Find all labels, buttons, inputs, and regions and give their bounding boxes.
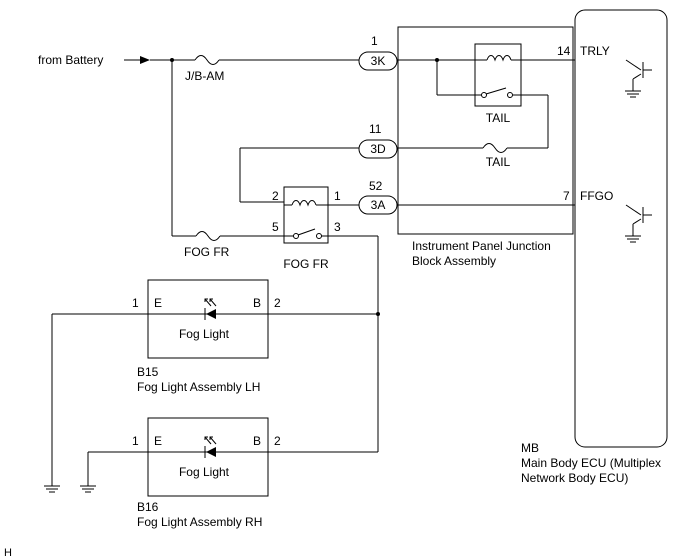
ecu-ffgo-name: FFGO [580, 189, 613, 203]
fog-rh-inner-label: Fog Light [179, 465, 230, 479]
fog-rh-ground-icon [80, 485, 96, 493]
fog-lh-name: Fog Light Assembly LH [137, 380, 260, 394]
ecu-trly-pin: 14 [557, 44, 571, 58]
fog-rh-pin-1: 1 [132, 434, 139, 448]
fog-lh-led-icon [204, 298, 217, 320]
connector-3k-label: 3K [371, 54, 386, 68]
tail-relay-box [474, 43, 522, 107]
connector-3k [358, 51, 398, 71]
fog-relay-label: FOG FR [283, 257, 329, 271]
fog-relay-contact-a [293, 233, 299, 239]
fog-relay-switch-icon [297, 228, 316, 236]
fog-light-rh-box [147, 417, 269, 497]
corner-mark: H [4, 547, 12, 559]
tail-relay-coil-icon [486, 55, 512, 62]
connector-3a-label: 3A [371, 198, 386, 212]
tail-relay-switch-icon [485, 87, 507, 95]
connector-3d-label: 3D [370, 142, 386, 156]
tail-relay-contact-b [507, 92, 513, 98]
fog-light-lh-box [147, 279, 269, 359]
fog-lh-pin-1: 1 [132, 296, 139, 310]
junction-block-label-1: Instrument Panel Junction [412, 239, 551, 253]
fog-rh-name: Fog Light Assembly RH [137, 515, 262, 529]
ecu-ffgo-pin: 7 [563, 189, 570, 203]
fog-rh-term-b: B [253, 434, 261, 448]
ecu-trly-name: TRLY [580, 44, 610, 58]
tail-fuse-label: TAIL [486, 155, 511, 169]
fog-relay-pin-3: 3 [334, 220, 341, 234]
ecu-name-2: Network Body ECU) [521, 471, 628, 485]
fog-rh-code: B16 [137, 500, 159, 514]
connector-3a-pin: 52 [369, 179, 383, 193]
connector-3d [358, 139, 398, 159]
fog-lh-pin-2: 2 [274, 296, 281, 310]
tail-relay-contact-a [481, 92, 487, 98]
connector-3k-pin: 1 [371, 34, 378, 48]
fog-fr-fuse-icon [195, 231, 221, 241]
connector-3d-pin: 11 [369, 122, 382, 136]
fog-relay-contact-b [316, 233, 322, 239]
junction-block-box [397, 26, 574, 235]
fog-rh-term-e: E [154, 434, 162, 448]
ffgo-transistor-icon [625, 204, 652, 243]
fog-fr-fuse-label: FOG FR [184, 245, 230, 259]
tail-relay-label: TAIL [486, 111, 511, 125]
from-battery-label: from Battery [38, 53, 103, 67]
fog-lh-term-b: B [253, 296, 261, 310]
jb-am-fuse-icon [194, 55, 220, 65]
fog-lh-inner-label: Fog Light [179, 327, 230, 341]
ecu-name-1: Main Body ECU (Multiplex [521, 456, 661, 470]
trly-transistor-icon [625, 59, 652, 98]
fog-lh-code: B15 [137, 365, 159, 379]
fog-relay-pin-2: 2 [272, 189, 279, 203]
junction-block-label-2: Block Assembly [412, 254, 496, 268]
ecu-code: MB [521, 441, 539, 455]
fog-lh-ground-icon [44, 485, 60, 493]
fog-relay-coil-icon [291, 200, 317, 207]
fog-relay-pin-1: 1 [334, 189, 341, 203]
fog-rh-led-icon [204, 436, 217, 458]
fog-lh-term-e: E [154, 296, 162, 310]
tail-fuse-icon [482, 143, 508, 153]
fog-rh-pin-2: 2 [274, 434, 281, 448]
fog-relay-box [283, 186, 329, 244]
main-body-ecu-box [574, 9, 668, 448]
fog-relay-pin-5: 5 [272, 220, 279, 234]
battery-arrow-icon [140, 56, 150, 64]
jb-am-fuse-label: J/B-AM [185, 69, 224, 83]
